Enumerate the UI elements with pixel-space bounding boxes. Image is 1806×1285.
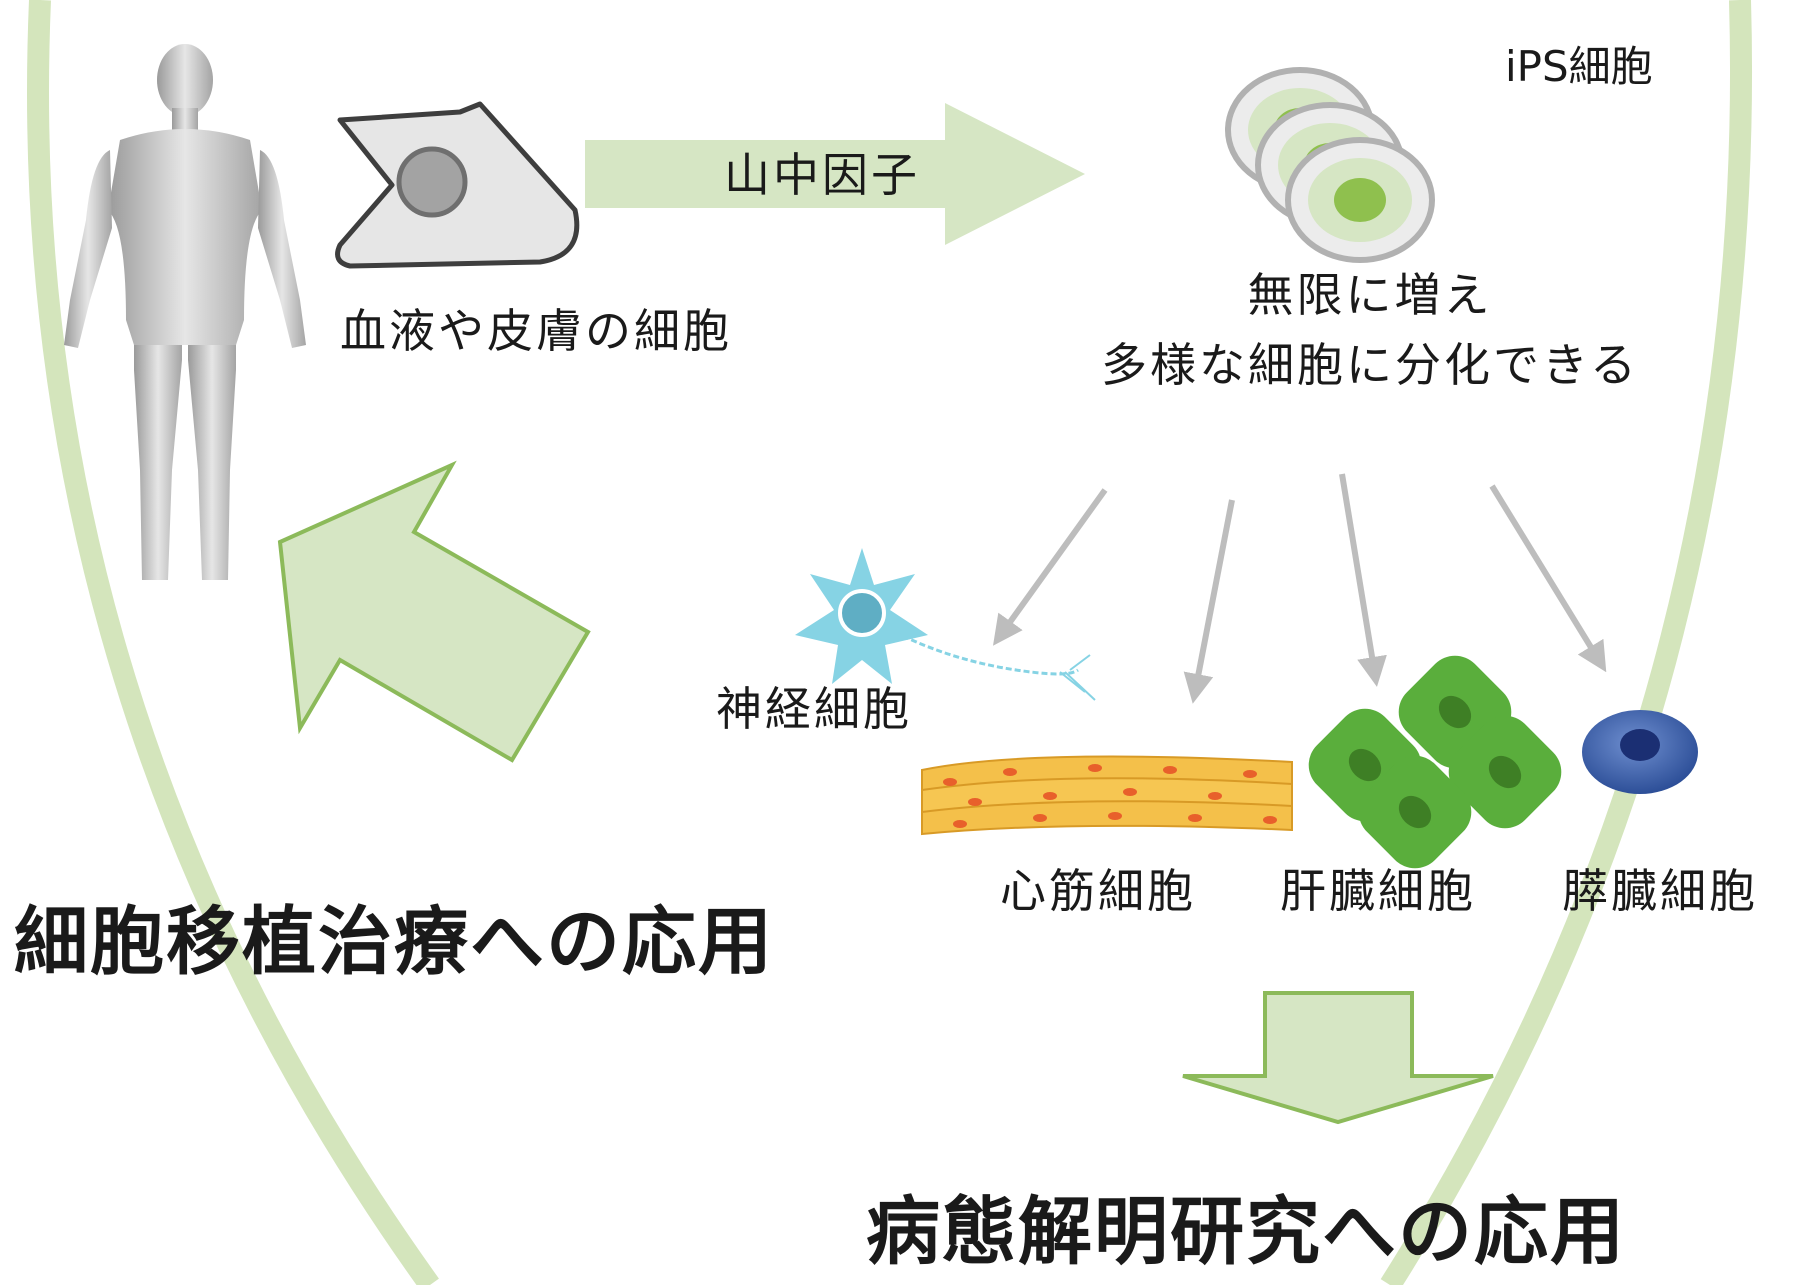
transplant-arrow (277, 460, 591, 763)
ips-cell-label: iPS細胞 (1505, 42, 1653, 91)
cardiac-cell-label: 心筋細胞 (1000, 864, 1196, 918)
pathology-arrow (1182, 991, 1494, 1125)
nerve-cell (795, 548, 1096, 701)
nerve-cell-label: 神経細胞 (716, 682, 912, 736)
differentiation-arrows (992, 473, 1607, 704)
pancreas-cell (1582, 710, 1698, 794)
pancreas-cell-label: 膵臓細胞 (1562, 864, 1758, 918)
left-arc (27, 0, 439, 1285)
source-cell (335, 101, 580, 269)
ips-description-line1: 無限に増え (1247, 268, 1493, 322)
human-figure (64, 44, 306, 580)
transplant-application-label: 細胞移植治療への応用 (14, 899, 774, 985)
source-cell-label: 血液や皮膚の細胞 (340, 304, 732, 358)
liver-cell-label: 肝臓細胞 (1280, 864, 1476, 918)
right-arc (1380, 0, 1753, 1285)
yamanaka-factor-label: 山中因子 (724, 148, 920, 202)
yamanaka-arrow (585, 103, 1085, 245)
cardiac-cells (921, 755, 1293, 836)
pathology-application-label: 病態解明研究への応用 (866, 1189, 1626, 1275)
ips-cells (1225, 67, 1435, 263)
liver-cells (1308, 655, 1562, 869)
ips-description-line2: 多様な細胞に分化できる (1100, 338, 1640, 392)
